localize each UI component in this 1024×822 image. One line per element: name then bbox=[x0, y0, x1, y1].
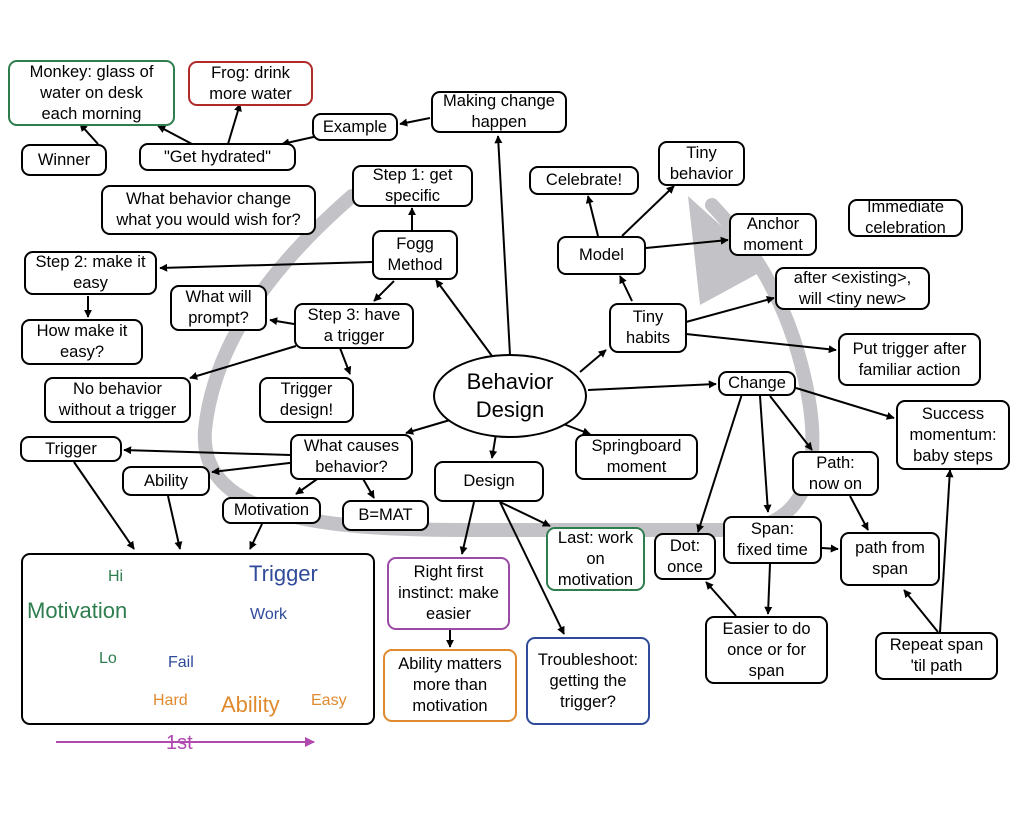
step2-node: Step 2: make it easy bbox=[24, 251, 157, 295]
after-existing-node: after <existing>, will <tiny new> bbox=[775, 267, 930, 310]
put-trigger-node: Put trigger after familiar action bbox=[838, 333, 981, 386]
tiny-habits-node: Tiny habits bbox=[609, 303, 687, 353]
winner-node: Winner bbox=[21, 144, 107, 176]
what-causes-node: What causes behavior? bbox=[290, 434, 413, 480]
celebrate-node: Celebrate! bbox=[529, 166, 639, 195]
what-behavior-node: What behavior change what you would wish… bbox=[101, 185, 316, 235]
no-behavior-node: No behavior without a trigger bbox=[44, 377, 191, 423]
chart-hi-label: Hi bbox=[108, 568, 124, 585]
fbm-chart-panel bbox=[21, 553, 375, 725]
motivation-node: Motivation bbox=[222, 497, 321, 524]
path-now-node: Path: now on bbox=[792, 451, 879, 496]
what-prompt-node: What will prompt? bbox=[170, 285, 267, 331]
chart-fail-label: Fail bbox=[168, 654, 194, 671]
springboard-node: Springboard moment bbox=[575, 434, 698, 480]
chart-easy-label: Easy bbox=[311, 692, 347, 709]
first-label: 1st bbox=[166, 732, 193, 754]
last-work-node: Last: work on motivation bbox=[546, 527, 645, 591]
chart-ability-label: Ability bbox=[221, 692, 280, 717]
design-node: Design bbox=[434, 461, 544, 502]
troubleshoot-node: Troubleshoot: getting the trigger? bbox=[526, 637, 650, 725]
dot-once-node: Dot: once bbox=[654, 533, 716, 580]
easier-once-node: Easier to do once or for span bbox=[705, 616, 828, 684]
making-change-node: Making change happen bbox=[431, 91, 567, 133]
behavior-design-center-node: Behavior Design bbox=[433, 354, 587, 438]
ability-matters-node: Ability matters more than motivation bbox=[383, 649, 517, 722]
immediate-celebration-node: Immediate celebration bbox=[848, 198, 963, 237]
fogg-method-node: Fogg Method bbox=[372, 230, 458, 280]
how-easy-node: How make it easy? bbox=[21, 319, 143, 365]
chart-motivation-label: Motivation bbox=[27, 598, 128, 623]
anchor-moment-node: Anchor moment bbox=[729, 213, 817, 256]
chart-lo-label: Lo bbox=[99, 650, 117, 667]
tiny-behavior-node: Tiny behavior bbox=[658, 141, 745, 186]
frog-node: Frog: drink more water bbox=[188, 61, 313, 106]
monkey-node: Monkey: glass of water on desk each morn… bbox=[8, 60, 175, 126]
step1-node: Step 1: get specific bbox=[352, 165, 473, 207]
connector-arrows bbox=[73, 103, 954, 648]
chart-hard-label: Hard bbox=[153, 692, 188, 709]
trigger-design-node: Trigger design! bbox=[259, 377, 354, 423]
path-from-span-node: path from span bbox=[840, 532, 940, 586]
chart-trigger-label: Trigger bbox=[249, 561, 318, 586]
trigger-node: Trigger bbox=[20, 436, 122, 462]
span-fixed-node: Span: fixed time bbox=[723, 516, 822, 564]
change-node: Change bbox=[718, 371, 796, 396]
chart-work-label: Work bbox=[250, 606, 288, 623]
model-node: Model bbox=[557, 236, 646, 275]
step3-node: Step 3: have a trigger bbox=[294, 303, 414, 349]
get-hydrated-node: "Get hydrated" bbox=[139, 143, 296, 171]
repeat-span-node: Repeat span 'til path bbox=[875, 632, 998, 680]
right-first-node: Right first instinct: make easier bbox=[387, 557, 510, 630]
bmat-node: B=MAT bbox=[342, 500, 429, 531]
success-momentum-node: Success momentum: baby steps bbox=[896, 400, 1010, 470]
example-node: Example bbox=[312, 113, 398, 141]
ability-node: Ability bbox=[122, 466, 210, 496]
